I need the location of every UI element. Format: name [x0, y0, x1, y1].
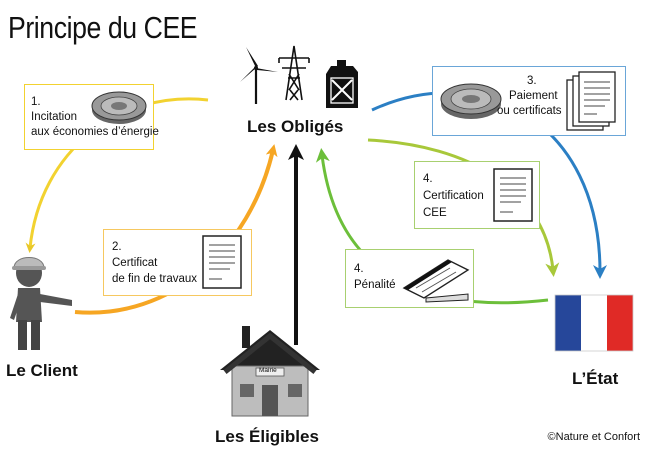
step-certificat-box: 2. Certificat de fin de travaux [103, 229, 252, 296]
step-paiement-box: 3. Paiement ou certificats [432, 66, 626, 136]
coins-icon [91, 91, 147, 124]
step-certification-box: 4. Certification CEE [414, 161, 540, 229]
house-icon [220, 326, 320, 417]
step-paiement-number: 3. [527, 75, 537, 87]
step-certification-line1: Certification [423, 190, 484, 202]
document-icon [202, 235, 242, 289]
step-incitation-line2: aux économies d’énergie [31, 126, 159, 138]
label-obliges: Les Obligés [247, 117, 344, 136]
document-icon [493, 168, 533, 222]
worker-icon [10, 257, 72, 350]
document-icon [566, 71, 616, 131]
step-incitation-box: 1. Incitation aux économies d’énergie [24, 84, 159, 150]
step-certificat-line2: de fin de travaux [112, 273, 198, 285]
pylon-icon [278, 45, 310, 101]
step-certificat-line1: Certificat [112, 257, 158, 269]
step-certification-line2: CEE [423, 207, 447, 219]
copyright: ©Nature et Confort [547, 431, 640, 443]
label-client: Le Client [6, 361, 78, 380]
coins-icon [440, 83, 502, 119]
step-paiement-line1: Paiement [509, 90, 558, 102]
step-penalite-number: 4. [354, 263, 364, 275]
flag-france-icon [554, 294, 634, 352]
step-penalite-box: 4. Pénalité [345, 249, 474, 308]
step-penalite-line1: Pénalité [354, 279, 396, 291]
checkbook-icon [402, 259, 470, 303]
step-paiement-line2: ou certificats [497, 105, 562, 117]
jerrycan-icon [326, 60, 358, 108]
step-incitation-number: 1. [31, 96, 41, 108]
step-certification-number: 4. [423, 173, 433, 185]
house-sign: Mairie [259, 367, 277, 374]
label-eligibles: Les Éligibles [215, 427, 319, 446]
wind-turbine-icon [240, 47, 278, 104]
step-incitation-line1: Incitation [31, 111, 78, 123]
page-title: Principe du CEE [8, 10, 198, 45]
step-certificat-number: 2. [112, 241, 122, 253]
label-etat: L’État [572, 369, 619, 388]
